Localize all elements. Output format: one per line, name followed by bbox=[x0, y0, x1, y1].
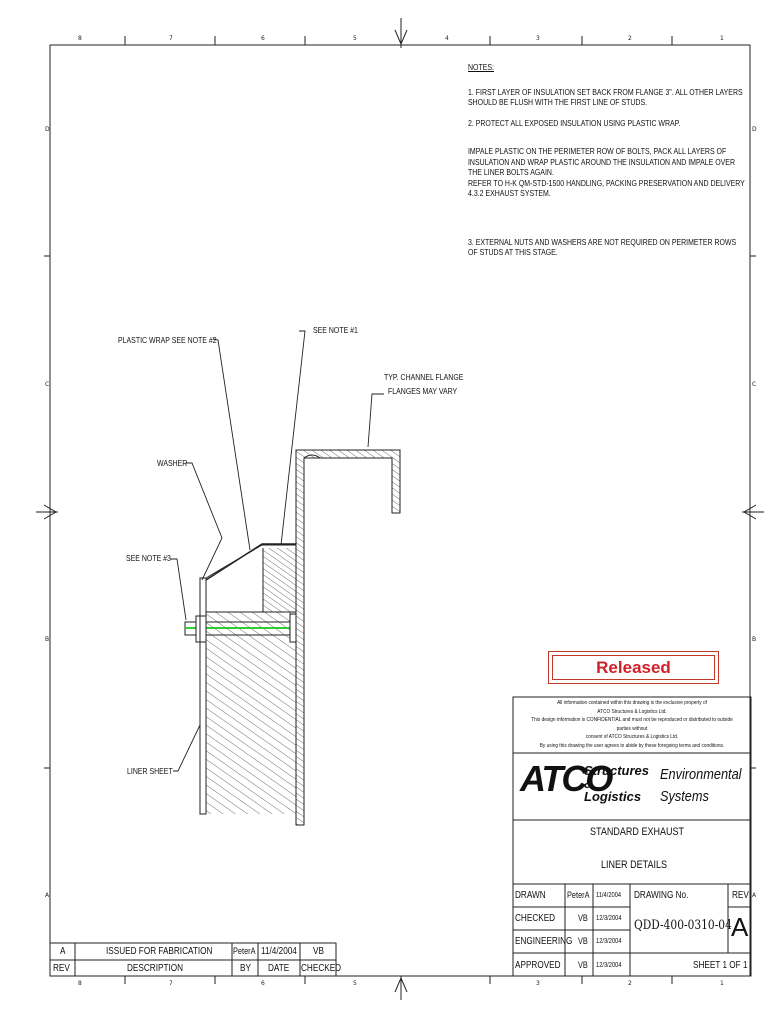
zone-col-7: 7 bbox=[169, 35, 173, 42]
callout-see-note-1: SEE NOTE #1 bbox=[313, 325, 358, 335]
callout-liner-sheet: LINER SHEET bbox=[127, 766, 173, 776]
zone-row-d: D bbox=[45, 126, 50, 133]
notes-title: NOTES: bbox=[468, 62, 494, 72]
drawing-number: QDD-400-0310-04 bbox=[634, 918, 732, 933]
signoff-date-engineering: 12/3/2004 bbox=[596, 938, 622, 945]
signoff-name-engineering: VB bbox=[578, 936, 588, 946]
channel-flange bbox=[295, 449, 401, 826]
revision-row-by: PeterA bbox=[233, 946, 256, 956]
confidentiality-notice: All information contained within this dr… bbox=[513, 699, 751, 751]
leader-lines bbox=[170, 330, 384, 772]
zone-col-8: 8 bbox=[78, 35, 82, 42]
note-2-reference: REFER TO H-K QM-STD-1500 HANDLING, PACKI… bbox=[468, 177, 745, 199]
zone-col-2: 2 bbox=[628, 35, 632, 42]
zone-row-b-right: B bbox=[752, 636, 757, 643]
notes-block: NOTES: 1. FIRST LAYER OF INSULATION SET … bbox=[468, 62, 747, 268]
logo-logistics: & Logistics bbox=[584, 776, 642, 804]
revision-header-by: BY bbox=[240, 963, 251, 974]
note-3: 3. EXTERNAL NUTS AND WASHERS ARE NOT REQ… bbox=[468, 236, 737, 258]
company-logo: ATCO Structures & Logistics bbox=[520, 758, 649, 803]
zone-col-1-bottom: 1 bbox=[720, 980, 724, 987]
drawing-title-2: LINER DETAILS bbox=[601, 859, 668, 871]
zone-col-5: 5 bbox=[353, 35, 357, 42]
zone-row-a: A bbox=[45, 892, 50, 899]
signoff-role-engineering: ENGINEERING bbox=[515, 936, 573, 947]
zone-col-8-bottom: 8 bbox=[78, 980, 82, 987]
rev-letter: A bbox=[731, 912, 749, 942]
confidentiality-line: consent of ATCO Structures & Logistics L… bbox=[585, 734, 679, 741]
signoff-role-drawn: DRAWN bbox=[515, 890, 546, 901]
zone-row-c-right: C bbox=[752, 381, 757, 388]
note-2-detail: IMPALE PLASTIC ON THE PERIMETER ROW OF B… bbox=[468, 146, 735, 177]
stud-bolt bbox=[184, 613, 297, 643]
confidentiality-line: This design information is CONFIDENTIAL … bbox=[531, 717, 733, 732]
liner-sheet-section bbox=[199, 577, 296, 815]
callout-plastic-wrap: PLASTIC WRAP SEE NOTE #2 bbox=[118, 335, 217, 345]
confidentiality-line: By using this drawing the user agrees to… bbox=[539, 742, 725, 749]
signoff-date-checked: 12/3/2004 bbox=[596, 915, 622, 922]
zone-col-3-bottom: 3 bbox=[536, 980, 540, 987]
revision-row-description: ISSUED FOR FABRICATION bbox=[106, 946, 213, 957]
zone-col-4: 4 bbox=[445, 35, 449, 42]
signoff-role-checked: CHECKED bbox=[515, 913, 556, 924]
revision-header-checked: CHECKED bbox=[301, 963, 342, 974]
signoff-date-approved: 12/3/2004 bbox=[596, 962, 622, 969]
signoff-name-drawn: PeterA bbox=[567, 890, 590, 900]
insulation-block bbox=[205, 544, 297, 613]
zone-col-1: 1 bbox=[720, 35, 724, 42]
callout-flanges-vary: FLANGES MAY VARY bbox=[388, 386, 458, 396]
division-line-1: Environmental bbox=[660, 766, 742, 783]
zone-col-3: 3 bbox=[536, 35, 540, 42]
drawing-no-label: DRAWING No. bbox=[634, 890, 689, 901]
zone-row-b: B bbox=[45, 636, 50, 643]
revision-row-checked: VB bbox=[313, 946, 324, 957]
revision-header-date: DATE bbox=[268, 963, 290, 974]
released-stamp: Released bbox=[548, 651, 719, 684]
zone-col-2-bottom: 2 bbox=[628, 980, 632, 987]
rev-label: REV bbox=[732, 890, 749, 901]
plastic-wrap bbox=[205, 543, 296, 581]
confidentiality-line: All information contained within this dr… bbox=[557, 700, 707, 706]
logo-atco: ATCO bbox=[520, 758, 613, 799]
confidentiality-line: ATCO Structures & Logistics Ltd. bbox=[597, 708, 667, 715]
note-2: 2. PROTECT ALL EXPOSED INSULATION USING … bbox=[468, 117, 681, 128]
sheet-number: SHEET 1 OF 1 bbox=[693, 960, 748, 971]
sheet-border bbox=[36, 18, 764, 1000]
revision-header-description: DESCRIPTION bbox=[127, 963, 184, 974]
zone-row-c: C bbox=[45, 381, 50, 388]
title-block-grid bbox=[512, 752, 752, 977]
revision-row-rev: A bbox=[60, 946, 66, 957]
signoff-name-checked: VB bbox=[578, 913, 588, 923]
zone-col-6: 6 bbox=[261, 35, 265, 42]
zone-row-d-right: D bbox=[752, 126, 757, 133]
revision-header-rev: REV bbox=[53, 963, 70, 974]
callout-washer: WASHER bbox=[157, 458, 188, 468]
zone-col-5-bottom: 5 bbox=[353, 980, 357, 987]
revision-row-date: 11/4/2004 bbox=[261, 946, 297, 957]
callout-see-note-3: SEE NOTE #3 bbox=[126, 553, 171, 563]
logo-structures: Structures bbox=[584, 763, 650, 778]
division-line-2: Systems bbox=[660, 788, 709, 805]
zone-row-a-right: A bbox=[752, 892, 757, 899]
signoff-name-approved: VB bbox=[578, 960, 588, 970]
zone-col-6-bottom: 6 bbox=[261, 980, 265, 987]
note-1: 1. FIRST LAYER OF INSULATION SET BACK FR… bbox=[468, 86, 743, 108]
signoff-date-drawn: 11/4/2004 bbox=[596, 892, 622, 899]
drawing-title-1: STANDARD EXHAUST bbox=[590, 826, 685, 838]
revision-block-grid bbox=[49, 942, 337, 977]
signoff-role-approved: APPROVED bbox=[515, 960, 561, 971]
released-text: Released bbox=[552, 655, 715, 680]
division-name: Environmental Systems bbox=[660, 764, 742, 808]
zone-col-7-bottom: 7 bbox=[169, 980, 173, 987]
callout-channel-flange: TYP. CHANNEL FLANGE bbox=[384, 372, 464, 382]
